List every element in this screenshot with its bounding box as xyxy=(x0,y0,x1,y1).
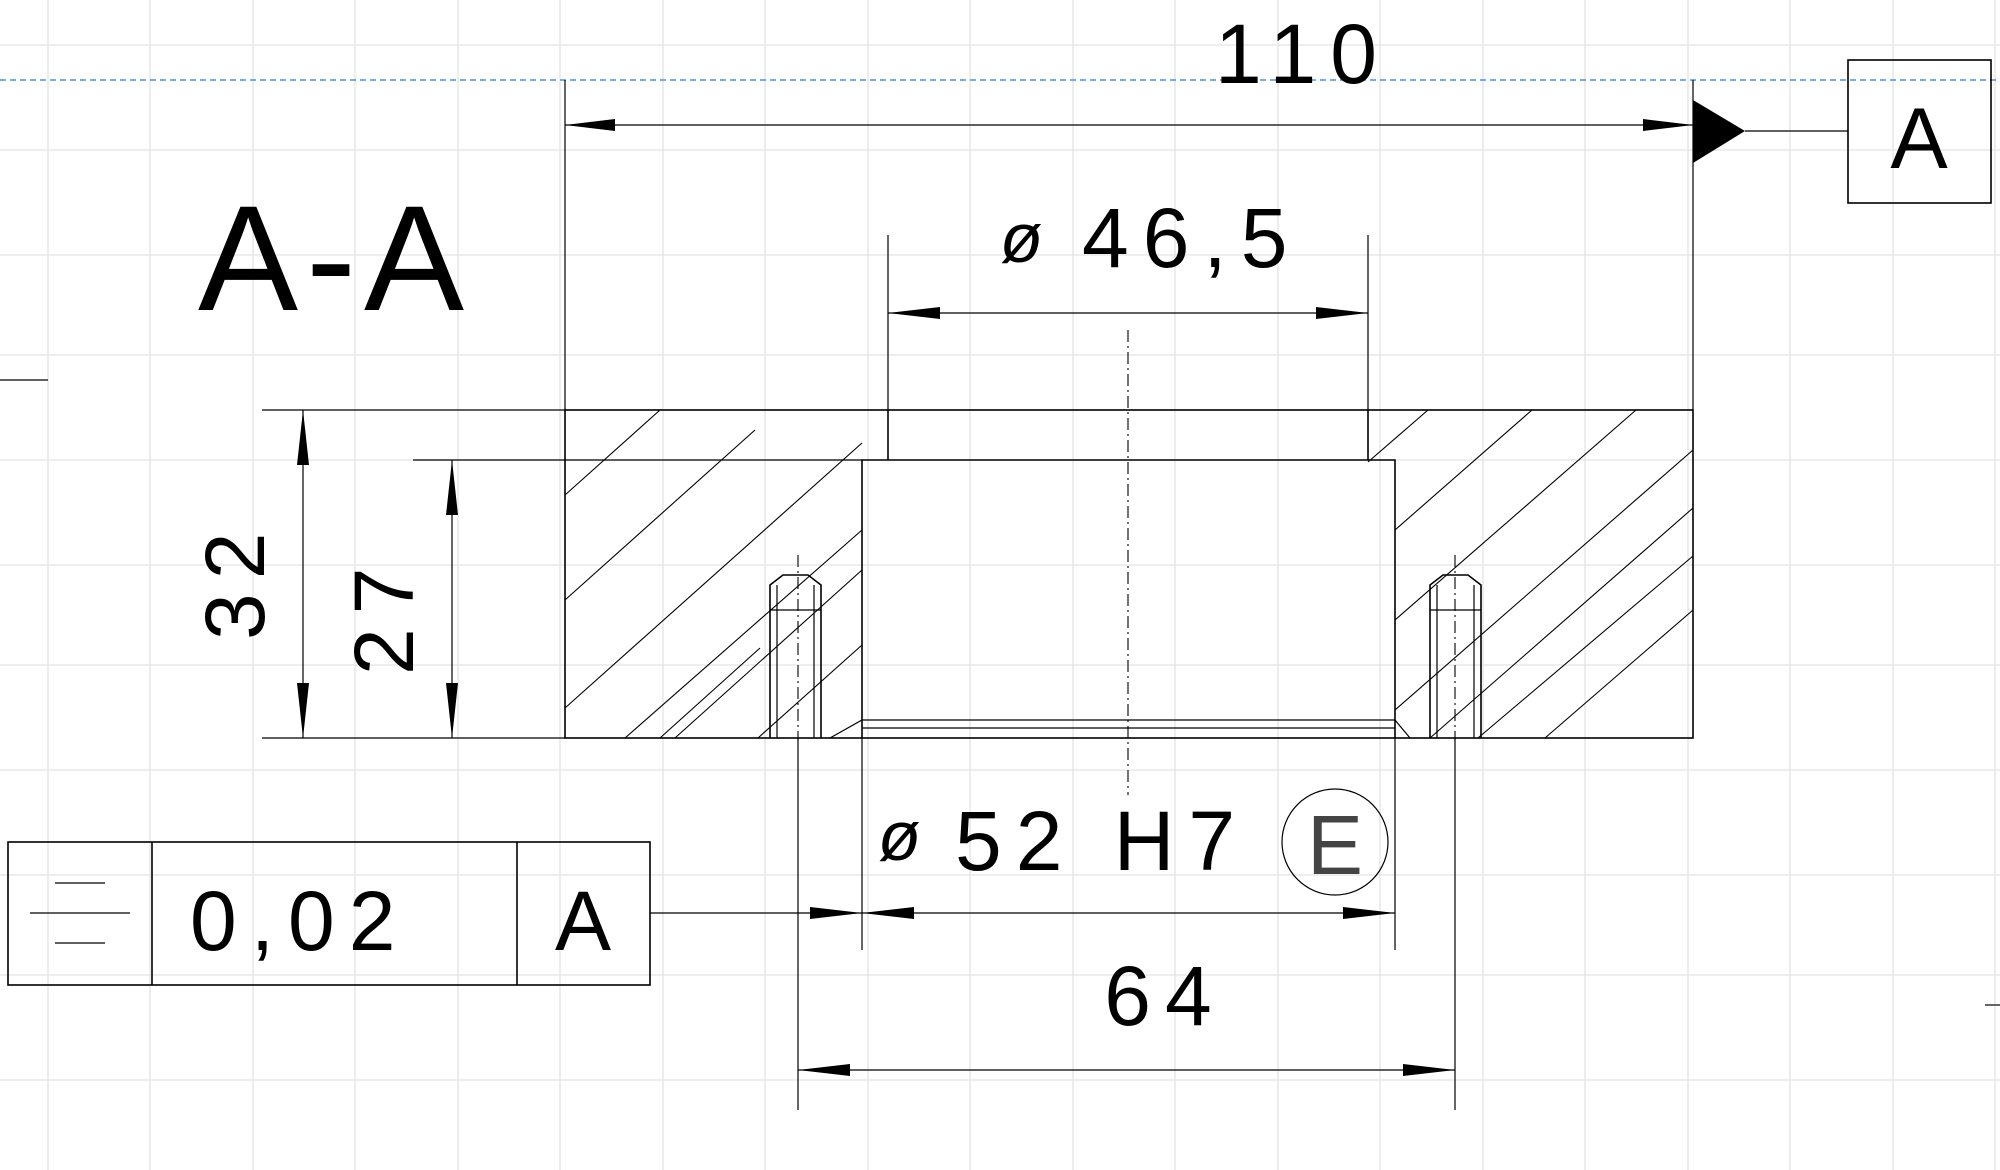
dimension-27: 27 xyxy=(337,459,862,738)
datum-label: A xyxy=(1890,91,1948,187)
dim-52-h7-text: 52 H7 xyxy=(955,794,1249,888)
pin-hole-left xyxy=(769,555,822,740)
part-outline xyxy=(564,409,1694,739)
dim-64-text: 64 xyxy=(1104,949,1225,1043)
diameter-symbol-46: ø xyxy=(1000,199,1043,277)
datum-box xyxy=(1847,59,1992,204)
hatch-right xyxy=(1367,409,1694,739)
dimension-32: 32 xyxy=(188,409,565,739)
dim-110-text: 110 xyxy=(1215,7,1391,101)
envelope-symbol: E xyxy=(1307,798,1363,892)
symmetry-icon xyxy=(30,882,130,944)
dimension-64: 64 xyxy=(797,738,1456,1110)
dim-27-text: 27 xyxy=(337,554,431,675)
datum-feature-a: A xyxy=(1693,59,1992,204)
hatch-left xyxy=(564,409,863,739)
bore-outline xyxy=(861,459,1396,738)
dim-32-text: 32 xyxy=(188,519,282,640)
fcf-datum-ref: A xyxy=(555,874,611,968)
pin-hole-right xyxy=(1429,555,1482,740)
dimension-52-h7: ø 52 H7 E xyxy=(861,738,1396,950)
dim-46-5-text: 46,5 xyxy=(1082,191,1302,285)
envelope-circle-icon xyxy=(1281,788,1389,896)
section-label: A-A xyxy=(198,174,472,342)
dimension-46-5: ø 46,5 xyxy=(887,191,1369,410)
part-section xyxy=(564,330,1694,795)
feature-control-frame: 0,02 A xyxy=(7,841,862,986)
diameter-symbol-52: ø xyxy=(878,797,921,875)
fcf-tolerance: 0,02 xyxy=(190,874,410,968)
